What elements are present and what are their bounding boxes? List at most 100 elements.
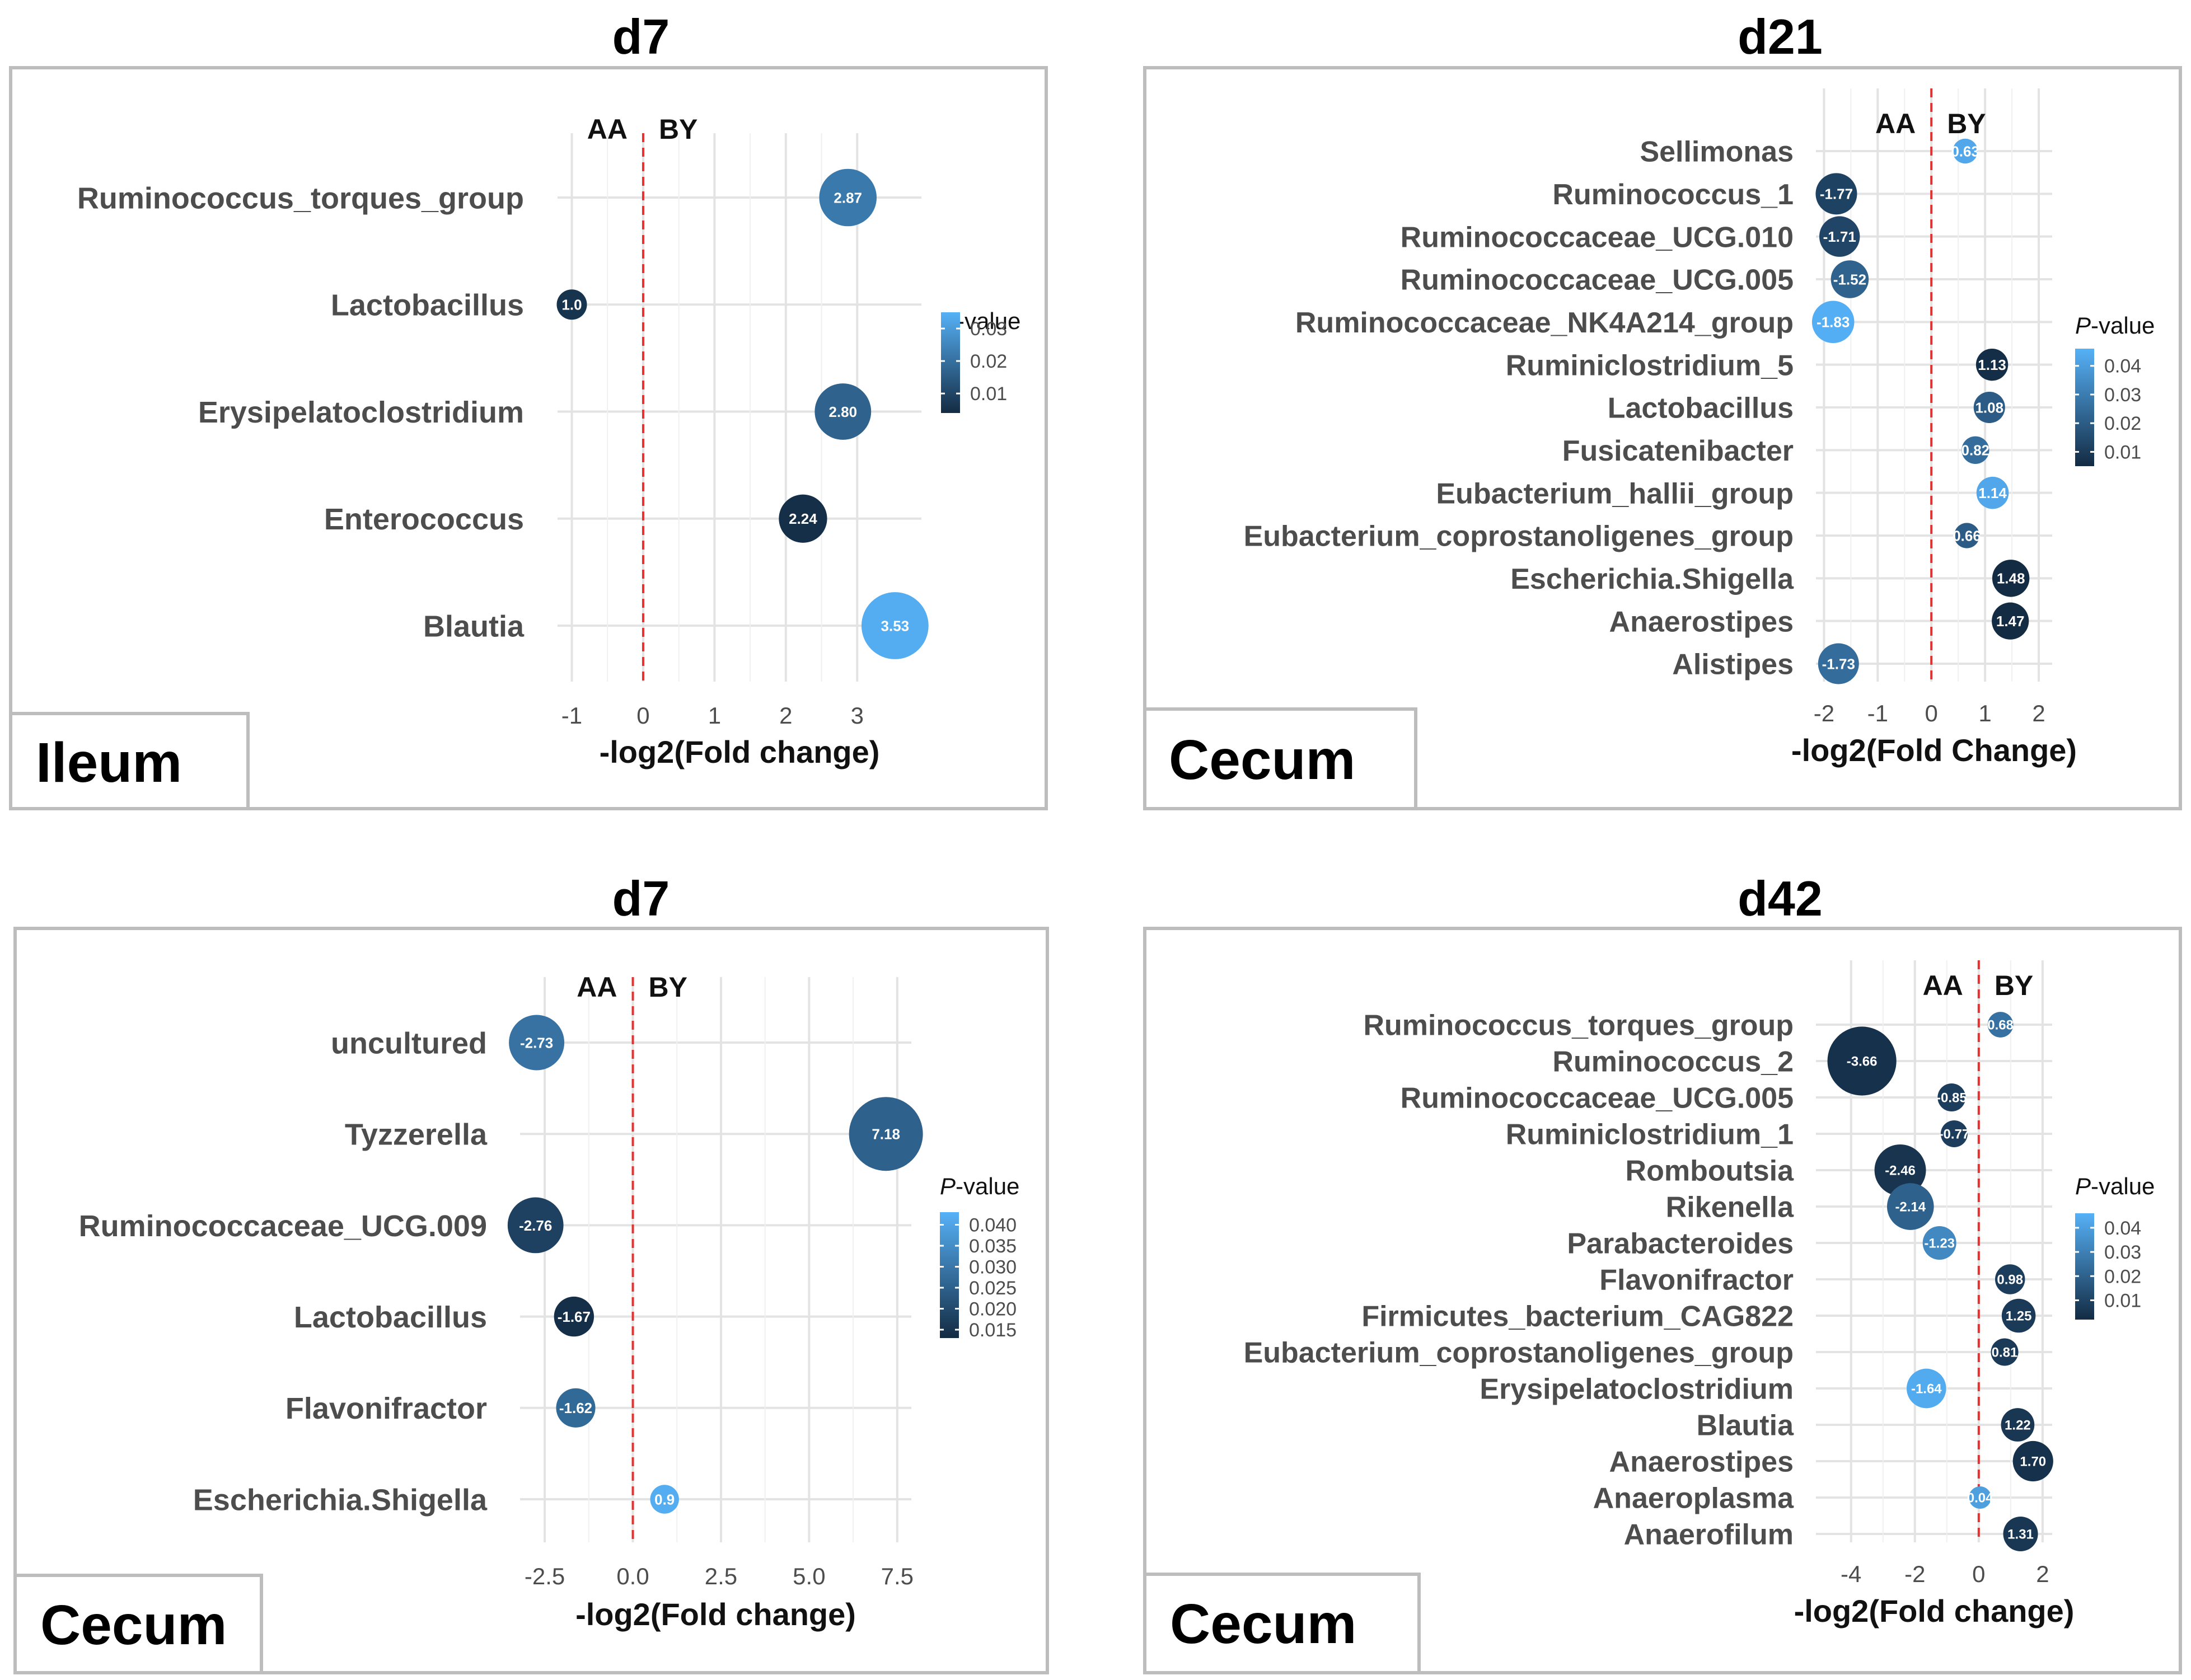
bubble-point	[814, 383, 872, 440]
taxon-label: Alistipes	[1672, 649, 1794, 681]
legend-tick-label: 0.030	[969, 1257, 1017, 1278]
bubble-value-label: 0.68	[1987, 1018, 2014, 1033]
group-label-left: AA	[1875, 108, 1916, 139]
legend-title: P-value	[940, 1173, 1019, 1199]
group-label-left: AA	[1923, 970, 1963, 1001]
bubble-value-label: -1.71	[1823, 228, 1856, 245]
panel-frame-2	[1143, 66, 2182, 810]
x-tick-label: 3	[851, 702, 864, 729]
taxon-label: Eubacterium_coprostanoligenes_group	[1244, 1337, 1794, 1369]
region-label-2: Cecum	[1169, 729, 1356, 791]
bubble-point	[1953, 138, 1978, 164]
bubble-point	[1976, 476, 2009, 509]
taxon-label: Sellimonas	[1640, 136, 1794, 168]
bubble-value-label: -1.67	[558, 1308, 591, 1325]
taxon-label: uncultured	[331, 1026, 487, 1060]
bubble-point	[1969, 1486, 1992, 1509]
taxon-label: Eubacterium_hallii_group	[1436, 477, 1794, 510]
x-tick-label: -4	[1841, 1561, 1861, 1587]
legend-tick-label: 0.04	[2104, 1218, 2141, 1239]
taxon-label: Lactobacillus	[1608, 392, 1794, 425]
taxon-label: Flavonifractor	[1599, 1264, 1794, 1297]
bubble-value-label: 0.82	[1961, 442, 1990, 459]
bubble-point	[849, 1097, 923, 1171]
bubble-value-label: -1.64	[1911, 1382, 1942, 1397]
legend-colorbar	[940, 1212, 959, 1338]
bubble-value-label: 0.9	[654, 1491, 675, 1508]
region-box-2	[1143, 707, 1417, 810]
x-tick-label: 0.0	[616, 1563, 649, 1589]
bubble-value-label: 7.18	[872, 1126, 900, 1143]
bubble-value-label: 2.87	[834, 189, 862, 206]
x-tick-label: -1	[1867, 700, 1888, 726]
legend-title: P-value	[2075, 312, 2155, 339]
bubble-value-label: -2.73	[520, 1034, 553, 1051]
panel-title-1: d7	[612, 9, 670, 64]
legend-tick-label: 0.02	[2104, 413, 2141, 434]
taxon-label: Escherichia.Shigella	[1510, 563, 1794, 595]
bubble-point	[1995, 1264, 2025, 1294]
bubble-point	[1811, 301, 1855, 344]
bubble-value-label: -0.85	[1936, 1091, 1967, 1106]
bubble-value-label: 2.80	[828, 403, 857, 420]
legend-tick-label: 0.02	[970, 351, 1007, 372]
taxon-label: Lactobacillus	[294, 1301, 487, 1334]
bubble-value-label: 1.13	[1978, 356, 2006, 373]
bubble-value-label: -1.23	[1924, 1236, 1955, 1251]
taxon-label: Ruminococcaceae_UCG.005	[1401, 1082, 1794, 1115]
panel-title-3: d7	[612, 871, 670, 926]
x-tick-label: 2.5	[705, 1563, 737, 1589]
group-label-left: AA	[577, 972, 617, 1003]
taxon-label: Ruminococcaceae_UCG.010	[1401, 221, 1794, 254]
bubble-point	[507, 1197, 564, 1254]
bubble-value-label: 0.98	[1997, 1273, 2023, 1288]
taxon-label: Ruminococcaceae_UCG.009	[79, 1209, 487, 1243]
taxon-label: Erysipelatoclostridium	[198, 396, 524, 429]
bubble-point	[556, 1388, 596, 1428]
taxon-label: Erysipelatoclostridium	[1480, 1373, 1794, 1406]
bubble-value-label: 1.08	[1975, 399, 2003, 416]
legend-tick-label: 0.02	[2104, 1266, 2141, 1287]
bubble-value-label: 0.63	[1951, 143, 1979, 159]
x-tick-label: 2	[779, 702, 792, 729]
bubble-point	[1922, 1226, 1956, 1260]
region-box-4	[1143, 1573, 1421, 1674]
taxon-label: Parabacteroides	[1567, 1228, 1794, 1260]
bubble-point	[1975, 348, 2009, 381]
taxon-label: Ruminiclostridium_5	[1506, 349, 1794, 382]
bubble-point	[819, 168, 877, 227]
bubble-value-label: -2.46	[1885, 1163, 1916, 1179]
region-label-1: Ileum	[36, 731, 182, 794]
bubble-value-label: -1.83	[1817, 314, 1850, 331]
bubble-value-label: 1.70	[2020, 1454, 2046, 1470]
taxon-label: Enterococcus	[324, 503, 524, 536]
x-tick-label: -1	[561, 702, 582, 729]
bubble-point	[650, 1485, 679, 1514]
bubble-value-label: 0.66	[1953, 527, 1981, 544]
bubble-value-label: -3.66	[1847, 1054, 1878, 1069]
bubble-point	[1815, 173, 1857, 215]
bubble-point	[509, 1015, 565, 1071]
taxon-label: Ruminococcus_torques_group	[77, 181, 524, 215]
bubble-point	[2001, 1408, 2035, 1442]
taxon-label: Ruminococcus_2	[1552, 1046, 1794, 1078]
group-label-right: BY	[1947, 108, 1986, 139]
legend-tick-label: 0.015	[969, 1320, 1017, 1341]
bubble-value-label: -2.76	[519, 1217, 552, 1234]
region-box-1	[9, 712, 250, 810]
bubble-point	[2012, 1440, 2053, 1482]
taxon-label: Lactobacillus	[331, 289, 524, 322]
bubble-value-label: 3.53	[881, 617, 910, 634]
bubble-point	[1954, 523, 1980, 548]
taxon-label: Firmicutes_bacterium_CAG822	[1361, 1301, 1794, 1333]
bubble-value-label: -1.52	[1833, 271, 1866, 288]
legend-tick-label: 0.035	[969, 1236, 1017, 1257]
region-label-3: Cecum	[40, 1594, 227, 1656]
bubble-value-label: 1.14	[1978, 485, 2007, 501]
bubble-point	[2001, 1298, 2036, 1333]
legend-tick-label: 0.01	[2104, 1290, 2141, 1311]
group-label-right: BY	[659, 114, 697, 145]
legend-tick-label: 0.020	[969, 1299, 1017, 1320]
bubble-value-label: 2.24	[789, 510, 817, 527]
